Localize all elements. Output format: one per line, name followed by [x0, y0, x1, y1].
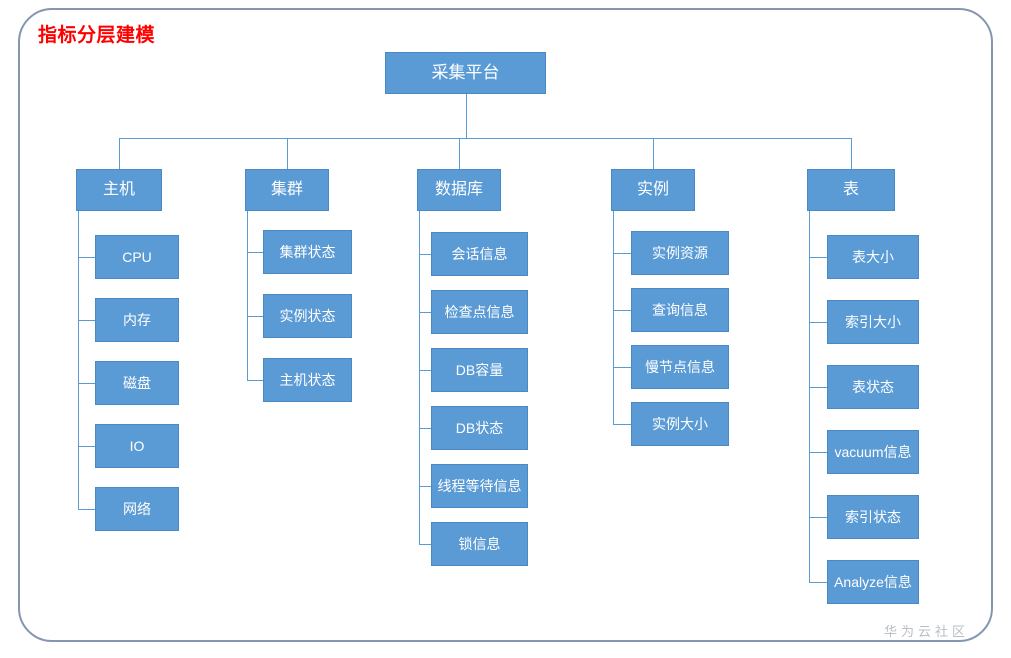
- node-label: IO: [129, 437, 145, 454]
- connector-leaf-stub: [78, 320, 95, 321]
- node-leaf-5-1[interactable]: 表大小: [827, 235, 919, 279]
- connector-leaf-stub: [809, 452, 827, 453]
- node-label: 检查点信息: [444, 303, 515, 320]
- node-label: Analyze信息: [834, 573, 912, 590]
- node-leaf-1-3[interactable]: 磁盘: [95, 361, 179, 405]
- connector-leaf-stub: [419, 486, 431, 487]
- node-label: 表状态: [852, 378, 894, 395]
- node-branch-2[interactable]: 集群: [245, 169, 329, 211]
- connector-branch-drop: [851, 138, 852, 169]
- node-leaf-3-1[interactable]: 会话信息: [431, 232, 528, 276]
- node-label: 表: [842, 180, 859, 198]
- node-label: 磁盘: [123, 374, 151, 391]
- node-root[interactable]: 采集平台: [385, 52, 546, 94]
- node-leaf-4-2[interactable]: 查询信息: [631, 288, 729, 332]
- connector-leaf-stub: [78, 509, 95, 510]
- connector-branch-bus: [119, 138, 851, 139]
- node-leaf-4-3[interactable]: 慢节点信息: [631, 345, 729, 389]
- connector-leaf-stub: [809, 322, 827, 323]
- node-label: 实例: [636, 180, 669, 198]
- node-leaf-4-1[interactable]: 实例资源: [631, 231, 729, 275]
- connector-leaf-stub: [419, 544, 431, 545]
- node-label: 实例大小: [652, 415, 708, 432]
- outer-frame: [18, 8, 993, 642]
- node-leaf-1-5[interactable]: 网络: [95, 487, 179, 531]
- node-label: 主机: [102, 180, 135, 198]
- connector-branch-drop: [459, 138, 460, 169]
- connector-leaf-stub: [419, 428, 431, 429]
- connector-leaf-stub: [613, 367, 631, 368]
- node-label: 索引大小: [845, 313, 901, 330]
- node-label: 采集平台: [431, 63, 500, 83]
- node-label: 锁信息: [458, 535, 501, 552]
- node-branch-1[interactable]: 主机: [76, 169, 162, 211]
- node-leaf-1-4[interactable]: IO: [95, 424, 179, 468]
- node-leaf-2-1[interactable]: 集群状态: [263, 230, 352, 274]
- node-leaf-4-4[interactable]: 实例大小: [631, 402, 729, 446]
- node-leaf-3-3[interactable]: DB容量: [431, 348, 528, 392]
- connector-branch-spine: [419, 211, 420, 544]
- connector-branch-drop: [287, 138, 288, 169]
- connector-leaf-stub: [247, 316, 263, 317]
- connector-leaf-stub: [613, 310, 631, 311]
- node-leaf-2-2[interactable]: 实例状态: [263, 294, 352, 338]
- node-label: CPU: [122, 248, 152, 265]
- node-label: 实例状态: [279, 307, 336, 324]
- connector-leaf-stub: [419, 312, 431, 313]
- node-branch-4[interactable]: 实例: [611, 169, 695, 211]
- connector-leaf-stub: [613, 253, 631, 254]
- node-leaf-2-3[interactable]: 主机状态: [263, 358, 352, 402]
- node-label: 会话信息: [451, 245, 508, 262]
- connector-root-trunk: [465, 94, 467, 138]
- node-leaf-3-4[interactable]: DB状态: [431, 406, 528, 450]
- connector-branch-spine: [613, 211, 614, 424]
- connector-leaf-stub: [78, 383, 95, 384]
- node-label: vacuum信息: [834, 443, 912, 460]
- node-leaf-1-1[interactable]: CPU: [95, 235, 179, 279]
- connector-branch-spine: [247, 211, 248, 380]
- node-leaf-3-6[interactable]: 锁信息: [431, 522, 528, 566]
- connector-leaf-stub: [419, 254, 431, 255]
- connector-leaf-stub: [247, 252, 263, 253]
- connector-branch-spine: [809, 211, 810, 582]
- connector-leaf-stub: [809, 517, 827, 518]
- node-leaf-3-2[interactable]: 检查点信息: [431, 290, 528, 334]
- node-label: 集群状态: [279, 243, 336, 260]
- node-label: 网络: [123, 500, 151, 517]
- watermark-label: 华为云社区: [883, 624, 969, 639]
- connector-leaf-stub: [809, 387, 827, 388]
- node-label: DB容量: [455, 361, 504, 378]
- connector-leaf-stub: [809, 257, 827, 258]
- connector-branch-spine: [78, 211, 79, 509]
- node-leaf-5-2[interactable]: 索引大小: [827, 300, 919, 344]
- node-leaf-5-3[interactable]: 表状态: [827, 365, 919, 409]
- node-label: 主机状态: [279, 371, 336, 388]
- connector-leaf-stub: [78, 446, 95, 447]
- connector-leaf-stub: [78, 257, 95, 258]
- node-label: DB状态: [455, 419, 504, 436]
- node-leaf-5-5[interactable]: 索引状态: [827, 495, 919, 539]
- node-leaf-5-4[interactable]: vacuum信息: [827, 430, 919, 474]
- node-label: 索引状态: [845, 508, 901, 525]
- page-title: 指标分层建模: [38, 25, 156, 46]
- node-branch-5[interactable]: 表: [807, 169, 895, 211]
- connector-branch-drop: [119, 138, 120, 169]
- node-label: 查询信息: [652, 301, 708, 318]
- node-label: 线程等待信息: [437, 477, 522, 494]
- node-label: 慢节点信息: [645, 358, 715, 375]
- connector-leaf-stub: [247, 380, 263, 381]
- connector-leaf-stub: [809, 582, 827, 583]
- node-label: 集群: [270, 180, 303, 198]
- node-leaf-3-5[interactable]: 线程等待信息: [431, 464, 528, 508]
- node-label: 表大小: [852, 248, 894, 265]
- node-branch-3[interactable]: 数据库: [417, 169, 501, 211]
- node-label: 数据库: [434, 180, 483, 198]
- connector-leaf-stub: [613, 424, 631, 425]
- node-leaf-1-2[interactable]: 内存: [95, 298, 179, 342]
- connector-branch-drop: [653, 138, 654, 169]
- node-label: 实例资源: [652, 244, 708, 261]
- connector-leaf-stub: [419, 370, 431, 371]
- node-label: 内存: [123, 311, 151, 328]
- node-leaf-5-6[interactable]: Analyze信息: [827, 560, 919, 604]
